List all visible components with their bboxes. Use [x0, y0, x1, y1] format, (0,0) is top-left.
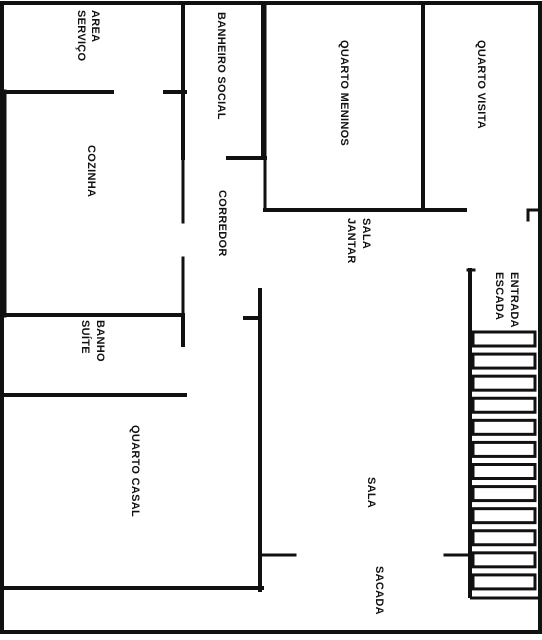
- stair-tread: [471, 440, 537, 458]
- stair-tread: [471, 418, 537, 436]
- svg-text:JANTAR: JANTAR: [345, 218, 357, 264]
- svg-text:SERVIÇO: SERVIÇO: [75, 10, 87, 62]
- stair-tread: [471, 396, 537, 414]
- svg-text:AREA: AREA: [89, 10, 101, 42]
- room-label-area-servico: AREA SERVIÇO: [75, 10, 101, 62]
- room-label-quarto-visita: QUARTO VISITA: [475, 40, 487, 129]
- room-label-sala: SALA: [365, 477, 377, 508]
- svg-text:SALA: SALA: [360, 218, 372, 249]
- room-label-quarto-meninos: QUARTO MENINOS: [338, 40, 350, 146]
- stair-tread: [471, 529, 537, 547]
- svg-text:SUÍTE: SUÍTE: [79, 320, 92, 354]
- staircase: [468, 330, 542, 600]
- stair-tread: [471, 330, 537, 348]
- stair-tread: [471, 485, 537, 503]
- room-label-cozinha: COZINHA: [85, 145, 97, 197]
- room-label-banho-suite: BANHO SUÍTE: [79, 320, 106, 362]
- room-label-banheiro-social: BANHEIRO SOCIAL: [215, 12, 227, 120]
- stair-tread: [471, 573, 537, 591]
- stair-tread: [471, 463, 537, 480]
- stair-tread: [471, 374, 537, 392]
- room-label-entrada-escada: ENTRADA ESCADA: [493, 272, 520, 328]
- stair-tread: [471, 352, 537, 370]
- svg-text:ESCADA: ESCADA: [493, 272, 505, 320]
- room-label-sacada: SACADA: [373, 566, 385, 615]
- room-label-corredor: CORREDOR: [216, 190, 228, 257]
- room-label-quarto-casal: QUARTO CASAL: [129, 425, 141, 517]
- room-label-sala-jantar: SALA JANTAR: [345, 218, 372, 264]
- svg-text:BANHO: BANHO: [94, 320, 106, 362]
- stair-tread: [471, 551, 537, 569]
- stair-tread: [471, 507, 537, 525]
- svg-text:ENTRADA: ENTRADA: [508, 272, 520, 328]
